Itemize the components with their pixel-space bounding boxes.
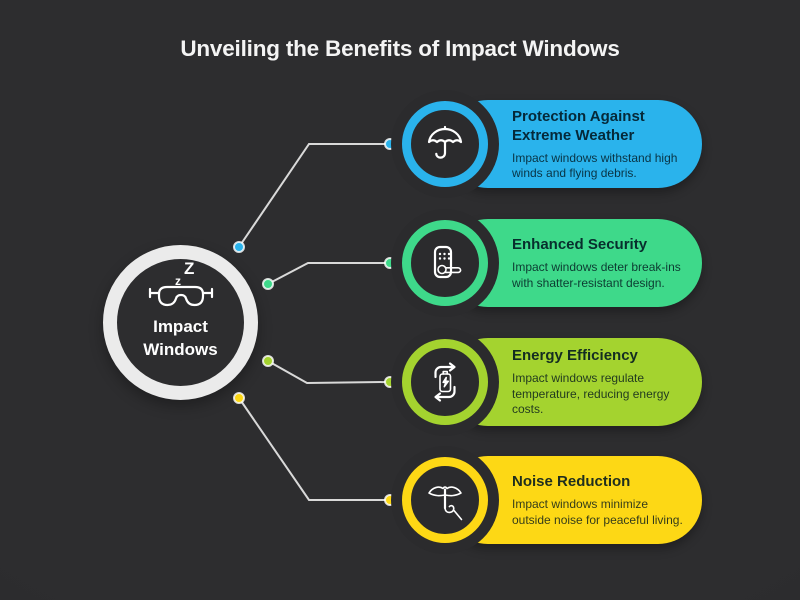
connector-dot (262, 355, 274, 367)
card-title: Protection Against Extreme Weather (512, 107, 645, 144)
card-description: Impact windows regulate temperature, red… (512, 371, 670, 417)
energy-cycle-icon (434, 362, 456, 402)
card-icon-ring (402, 220, 488, 306)
connector-energy (262, 355, 396, 388)
svg-text:z: z (175, 274, 181, 288)
shush-icon (428, 486, 463, 521)
connector-dot (233, 392, 245, 404)
card-description: Impact windows withstand high winds and … (512, 150, 678, 181)
card-text-block: Noise Reduction Impact windows minimize … (512, 456, 690, 544)
page-title: Unveiling the Benefits of Impact Windows (180, 36, 620, 61)
sleep-mask-icon: Z z (148, 259, 214, 307)
connector-dot (233, 241, 245, 253)
card-title: Enhanced Security (512, 236, 648, 253)
card-icon-ring (402, 339, 488, 425)
svg-text:Z: Z (184, 259, 194, 278)
connector-dot (262, 278, 274, 290)
connector-security (262, 257, 396, 290)
card-description: Impact windows deter break-ins with shat… (512, 260, 681, 290)
card-text-block: Protection Against Extreme Weather Impac… (512, 100, 690, 188)
center-label: Impact Windows (143, 317, 218, 359)
card-icon-ring (402, 101, 488, 187)
card-description: Impact windows minimize outside noise fo… (512, 497, 683, 527)
card-text-block: Enhanced Security Impact windows deter b… (512, 219, 690, 307)
umbrella-icon (427, 125, 463, 159)
card-title: Energy Efficiency (512, 347, 638, 365)
connector-noise (233, 392, 396, 506)
card-icon-ring (402, 457, 488, 543)
connector-protection (233, 138, 396, 253)
card-text-block: Energy Efficiency Impact windows regulat… (512, 338, 690, 426)
card-title: Noise Reduction (512, 473, 631, 490)
smart-lock-icon (433, 245, 462, 279)
